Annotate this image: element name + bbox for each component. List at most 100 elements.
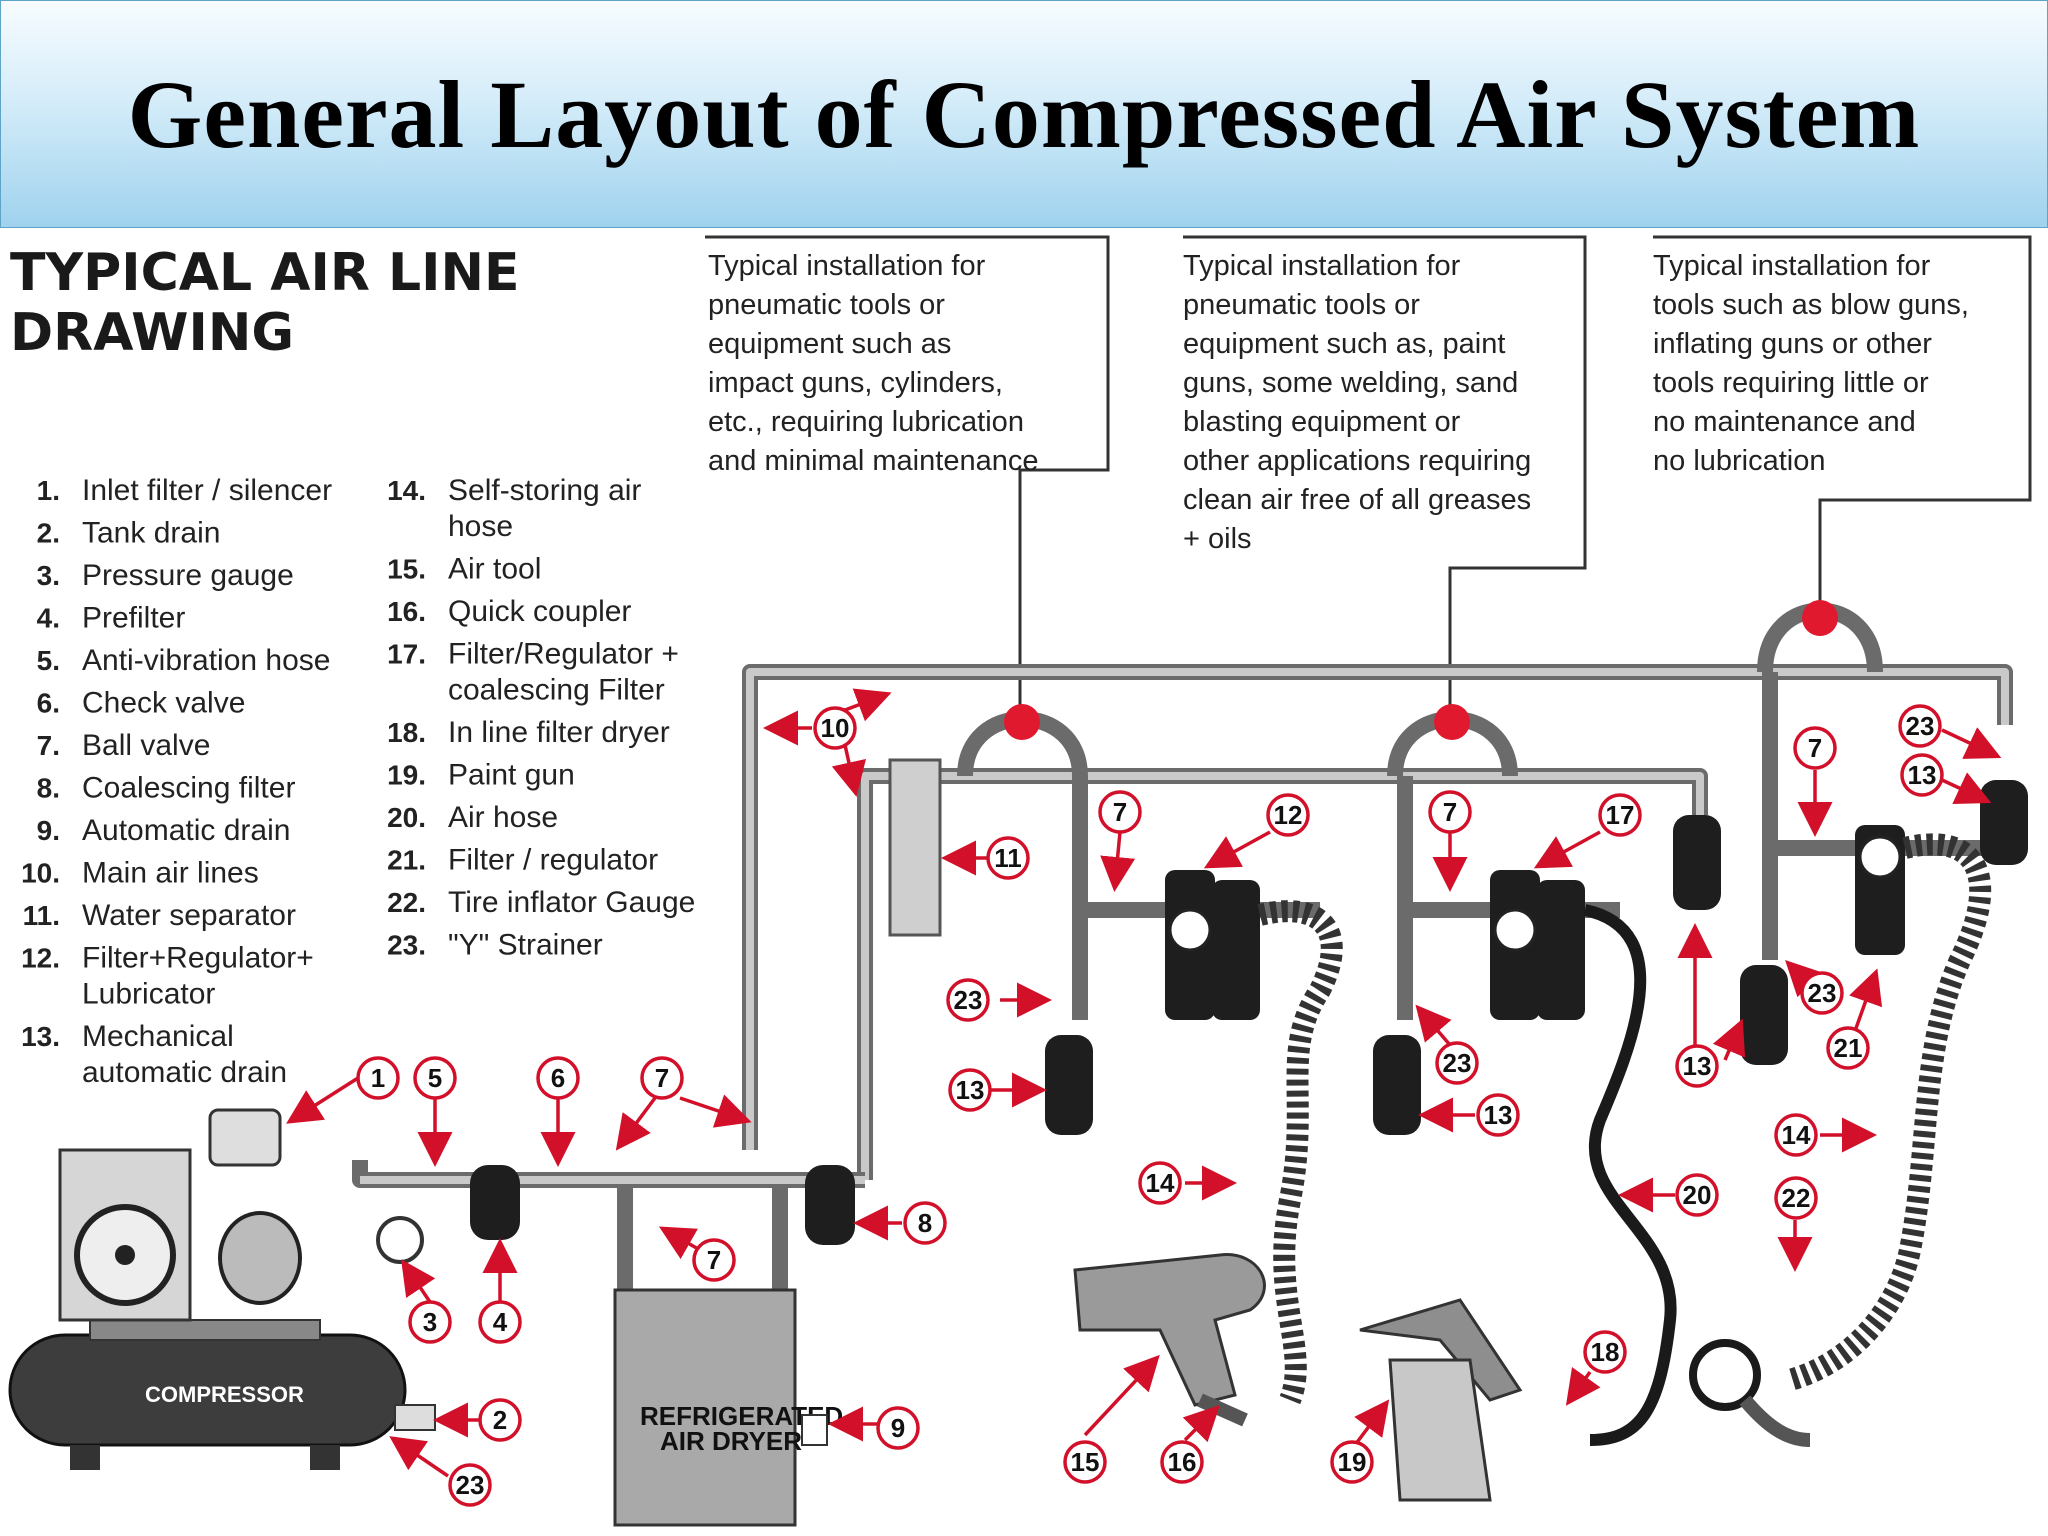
install-box-text: equipment such as, paint	[1183, 328, 1505, 360]
callout-7: 7	[1793, 726, 1837, 770]
callout-23: 23	[946, 978, 990, 1022]
coiled-hose-2	[1786, 833, 1992, 1391]
install-box-text: Typical installation for	[708, 250, 986, 282]
callout-7: 7	[1098, 790, 1142, 834]
callout-23: 23	[1898, 704, 1942, 748]
prefilter	[470, 1165, 520, 1240]
drain-bowl-5	[1980, 780, 2028, 865]
legend-number: 7.	[37, 730, 60, 761]
install-box-1: Typical installation for pneumatic tools …	[705, 235, 1110, 720]
drain-bowl-2	[1373, 1035, 1421, 1135]
legend-label: Air hose	[448, 801, 558, 834]
legend-number: 14.	[387, 475, 426, 506]
svg-text:7: 7	[1808, 733, 1822, 763]
svg-text:10: 10	[821, 713, 850, 743]
legend-number: 18.	[387, 717, 426, 748]
legend-label: Coalescing filter	[82, 772, 295, 805]
legend-label: Water separator	[82, 899, 296, 932]
refrigerated-air-dryer: REFRIGERATED AIR DRYER	[613, 1288, 843, 1527]
install-box-text: Typical installation for	[1183, 250, 1461, 282]
svg-text:12: 12	[1274, 800, 1303, 830]
legend-number: 20.	[387, 802, 426, 833]
svg-text:2: 2	[493, 1405, 507, 1435]
legend-label: Prefilter	[82, 602, 185, 635]
legend-number: 9.	[37, 815, 60, 846]
svg-text:9: 9	[891, 1413, 905, 1443]
callout-14: 14	[1774, 1113, 1818, 1157]
legend-label: In line filter dryer	[448, 716, 670, 749]
svg-text:23: 23	[1443, 1048, 1472, 1078]
callout-19: 19	[1330, 1440, 1374, 1484]
legend-label: Self-storing air	[448, 474, 641, 507]
junction-dot-3	[1802, 600, 1838, 636]
callout-7: 7	[640, 1056, 684, 1100]
legend-label: Filter / regulator	[448, 844, 658, 877]
install-box-text: guns, some welding, sand	[1183, 367, 1518, 399]
callout-8: 8	[903, 1201, 947, 1245]
install-box-text: inflating guns or other	[1653, 328, 1932, 360]
legend-label: "Y" Strainer	[448, 929, 603, 962]
callout-1: 1	[356, 1056, 400, 1100]
svg-text:23: 23	[1808, 978, 1837, 1008]
compressor: COMPRESSOR	[8, 1108, 436, 1470]
junction-dot-2	[1434, 704, 1470, 740]
callout-2: 2	[478, 1398, 522, 1442]
legend-number: 21.	[387, 845, 426, 876]
install-box-text: tools such as blow guns,	[1653, 289, 1969, 321]
legend-number: 11.	[23, 900, 60, 931]
svg-text:23: 23	[1906, 711, 1935, 741]
svg-text:5: 5	[428, 1063, 442, 1093]
legend-number: 4.	[37, 603, 60, 634]
legend-number: 16.	[387, 596, 426, 627]
legend-number: 17.	[387, 639, 426, 670]
svg-text:4: 4	[493, 1307, 508, 1337]
dryer-label-line2: AIR DRYER	[660, 1426, 802, 1456]
legend-label: Lubricator	[82, 978, 215, 1011]
legend-number: 8.	[37, 773, 60, 804]
legend-label: Quick coupler	[448, 595, 631, 628]
svg-text:3: 3	[423, 1307, 437, 1337]
callout-7: 7	[692, 1238, 736, 1282]
legend-label: Filter/Regulator +	[448, 638, 679, 671]
legend-number: 10.	[21, 858, 60, 889]
callout-6: 6	[536, 1056, 580, 1100]
legend-number: 19.	[387, 760, 426, 791]
callout-21: 21	[1826, 1026, 1870, 1070]
install-box-text: no lubrication	[1653, 445, 1826, 477]
callout-17: 17	[1598, 793, 1642, 837]
svg-text:23: 23	[954, 985, 983, 1015]
callout-5: 5	[413, 1056, 457, 1100]
svg-text:1: 1	[371, 1063, 385, 1093]
svg-text:11: 11	[994, 843, 1022, 873]
install-box-text: pneumatic tools or	[708, 289, 945, 321]
svg-text:17: 17	[1606, 800, 1635, 830]
legend-number: 15.	[387, 554, 426, 585]
install-box-text: + oils	[1183, 523, 1252, 555]
callout-14: 14	[1138, 1161, 1182, 1205]
legend-label: coalescing Filter	[448, 674, 665, 707]
legend-label: Main air lines	[82, 857, 259, 890]
callout-23: 23	[448, 1463, 492, 1507]
callout-22: 22	[1774, 1176, 1818, 1220]
callout-10: 10	[813, 706, 857, 750]
svg-text:16: 16	[1168, 1447, 1197, 1477]
legend-number: 5.	[37, 645, 60, 676]
install-box-text: Typical installation for	[1653, 250, 1931, 282]
frl-unit-2	[1490, 870, 1585, 1020]
legend-label: Paint gun	[448, 759, 575, 792]
coalescing-filter	[805, 1165, 855, 1245]
paint-gun	[1359, 1298, 1523, 1502]
svg-text:21: 21	[1834, 1033, 1863, 1063]
legend-number: 1.	[37, 475, 60, 506]
legend-number: 13.	[21, 1021, 60, 1052]
svg-text:6: 6	[551, 1063, 565, 1093]
legend-label: automatic drain	[82, 1056, 287, 1089]
legend-label: Tank drain	[82, 517, 220, 550]
svg-text:13: 13	[1683, 1051, 1712, 1081]
install-box-text: etc., requiring lubrication	[708, 406, 1024, 438]
callout-23: 23	[1435, 1041, 1479, 1085]
